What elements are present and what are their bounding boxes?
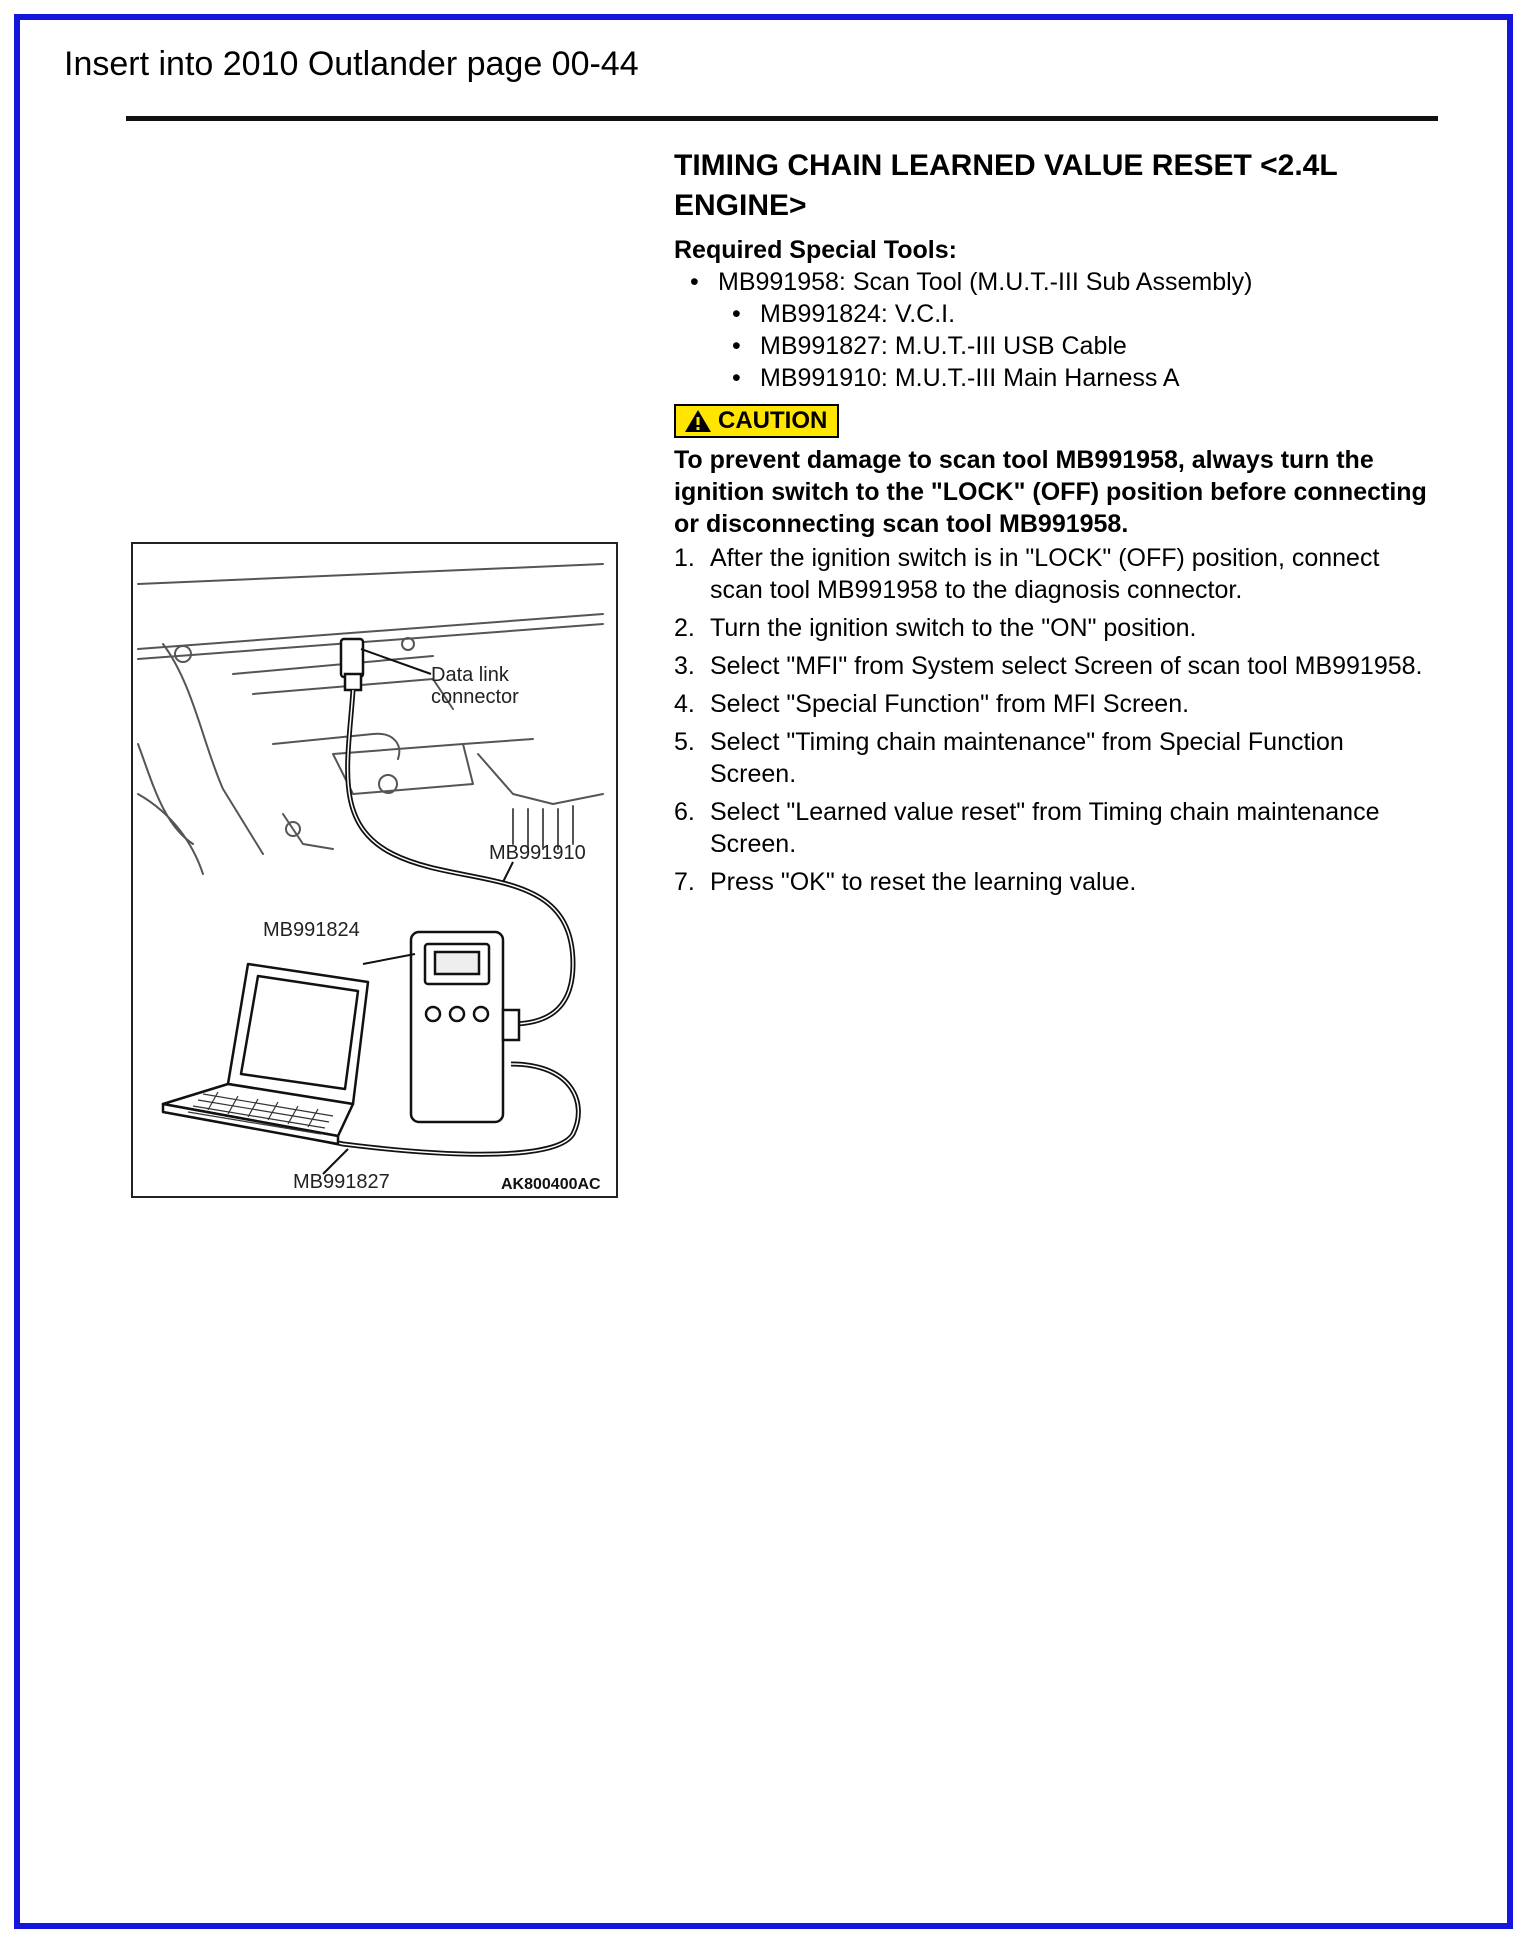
tool-item: MB991827: M.U.T.-III USB Cable (674, 330, 1434, 362)
caution-label: CAUTION (718, 407, 828, 434)
step-item: 4. Select "Special Function" from MFI Scr… (674, 688, 1434, 720)
step-item: 3. Select "MFI" from System select Screen… (674, 650, 1434, 682)
step-number: 4. (674, 690, 695, 718)
caution-text: To prevent damage to scan tool MB991958,… (674, 446, 1427, 538)
connection-diagram-drawing (137, 563, 604, 1175)
section-title: TIMING CHAIN LEARNED VALUE RESET <2.4L E… (674, 146, 1434, 226)
page-header: Insert into 2010 Outlander page 00-44 (64, 45, 639, 83)
tools-list: MB991958: Scan Tool (M.U.T.-III Sub Asse… (674, 266, 1434, 394)
step-text: Turn the ignition switch to the "ON" pos… (710, 614, 1197, 642)
header-rule (126, 116, 1438, 121)
data-link-connector-label-line2: connector (431, 686, 519, 708)
data-link-connector-label-line1: Data link (431, 664, 509, 686)
step-item: 7. Press "OK" to reset the learning value… (674, 866, 1434, 898)
step-text: Select "Timing chain maintenance" from S… (710, 728, 1344, 788)
step-text: Select "Special Function" from MFI Scree… (710, 690, 1190, 718)
page-frame (14, 14, 1513, 1929)
step-item: 1. After the ignition switch is in "LOCK"… (674, 542, 1434, 606)
connection-diagram: Data link connector MB991910 MB991824 MB… (131, 542, 618, 1198)
section-title-line2: ENGINE> (674, 189, 807, 222)
step-number: 3. (674, 652, 695, 680)
tools-heading: Required Special Tools: (674, 236, 957, 264)
step-number: 1. (674, 544, 695, 572)
step-item: 6. Select "Learned value reset" from Timi… (674, 796, 1434, 860)
usb-cable-label: MB991827 (293, 1171, 390, 1193)
step-number: 5. (674, 728, 695, 756)
step-item: 5. Select "Timing chain maintenance" from… (674, 726, 1434, 790)
step-number: 6. (674, 798, 695, 826)
procedure-section: TIMING CHAIN LEARNED VALUE RESET <2.4L E… (674, 146, 1434, 904)
step-text: Select "Learned value reset" from Timing… (710, 798, 1380, 858)
vci-label: MB991824 (263, 919, 360, 941)
section-title-line1: TIMING CHAIN LEARNED VALUE RESET <2.4L (674, 149, 1338, 182)
caution-badge: CAUTION (674, 404, 840, 438)
step-text: After the ignition switch is in "LOCK" (… (710, 544, 1380, 604)
tool-item: MB991910: M.U.T.-III Main Harness A (674, 362, 1434, 394)
tool-item: MB991824: V.C.I. (674, 298, 1434, 330)
step-text: Select "MFI" from System select Screen o… (710, 652, 1423, 680)
steps-list: 1. After the ignition switch is in "LOCK"… (674, 542, 1434, 898)
harness-label: MB991910 (489, 842, 586, 864)
step-item: 2. Turn the ignition switch to the "ON" p… (674, 612, 1434, 644)
step-number: 7. (674, 868, 695, 896)
warning-triangle-icon (685, 410, 711, 432)
step-text: Press "OK" to reset the learning value. (710, 868, 1137, 896)
step-number: 2. (674, 614, 695, 642)
tool-item: MB991958: Scan Tool (M.U.T.-III Sub Asse… (674, 266, 1434, 298)
figure-code: AK800400AC (501, 1176, 601, 1193)
